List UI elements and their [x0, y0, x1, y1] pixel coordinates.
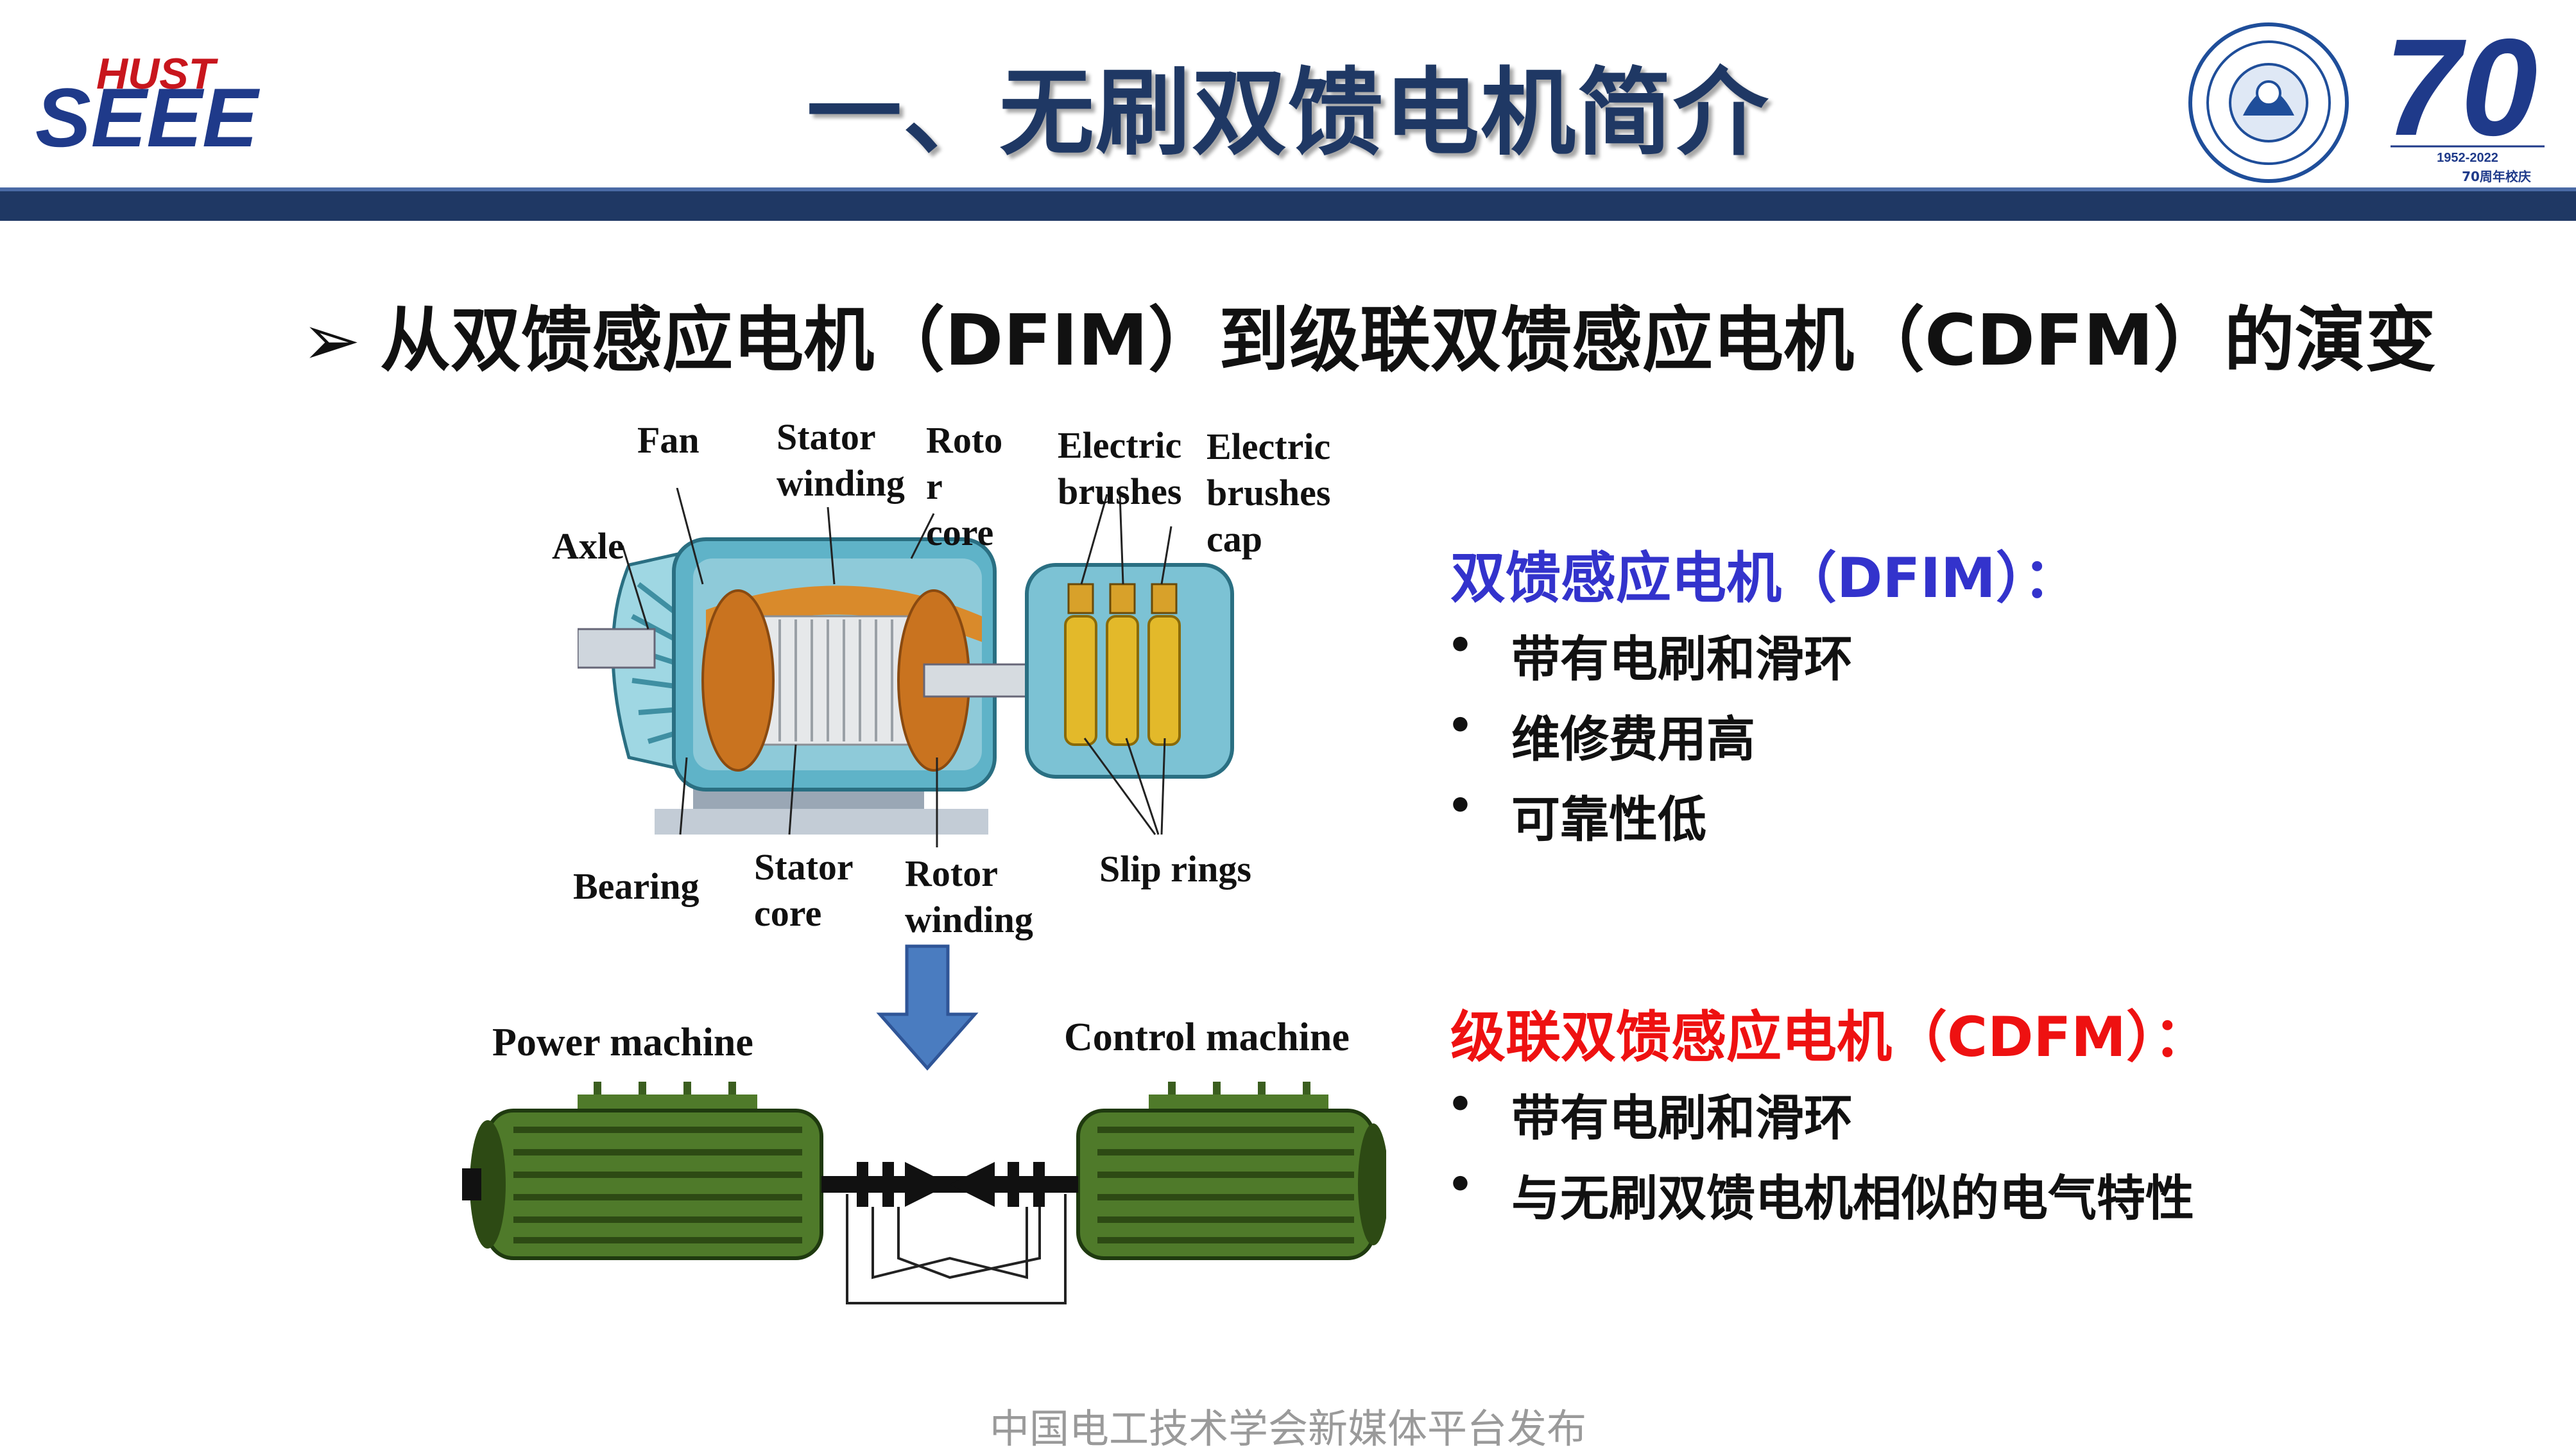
cdfm-section-title: 级联双馈感应电机（CDFM）： [1450, 1005, 2209, 1069]
subheading-text: 从双馈感应电机（DFIM）到级联双馈感应电机（CDFM）的演变 [380, 299, 2436, 381]
label-axle: Axle [552, 525, 624, 567]
label-rotor-core: Roto r core [926, 419, 1003, 553]
bullet-dot-icon: • [1447, 783, 1473, 830]
down-arrow-icon [876, 944, 979, 1072]
dfim-section-title: 双馈感应电机（DFIM）： [1450, 546, 2079, 610]
bullet-dot-icon: • [1447, 622, 1473, 670]
cdfm-bullet-1: •带有电刷和滑环 [1447, 1081, 1853, 1147]
label-control-machine: Control machine [1064, 1016, 1350, 1059]
header-divider-line [0, 187, 2576, 191]
dfim-bullet-2: •维修费用高 [1447, 702, 1755, 768]
cdfm-cascade-figure [462, 1066, 1389, 1316]
logo-hust-text: HUST [96, 51, 219, 98]
school-seal-logo [2185, 19, 2352, 186]
logo-seee-text: SEEE [35, 71, 260, 154]
dfim-cutaway-figure [576, 487, 1290, 847]
page-title: 一、无刷双馈电机简介 [807, 58, 1769, 168]
dfim-bullet-1: •带有电刷和滑环 [1447, 622, 1853, 688]
anniversary-number: 70 [2384, 13, 2537, 164]
label-slip-rings: Slip rings [1099, 848, 1251, 890]
label-stator-core: Stator core [754, 846, 854, 934]
label-bearing: Bearing [573, 865, 700, 907]
hust-seee-logo: HUST SEEE [35, 49, 292, 164]
label-fan: Fan [637, 419, 700, 461]
cdfm-bullet-2: •与无刷双馈电机相似的电气特性 [1447, 1161, 2194, 1227]
label-power-machine: Power machine [492, 1021, 753, 1064]
label-electric-brushes-cap: Electric brushes cap [1206, 426, 1331, 560]
anniversary-caption: 70周年校庆 [2462, 169, 2531, 184]
dfim-bullet-3: •可靠性低 [1447, 783, 1706, 848]
arrow-bullet-icon: ➢ [302, 299, 361, 381]
anniversary-70-logo: 70 1952-2022 70周年校庆 [2384, 10, 2551, 186]
label-stator-winding: Stator winding [777, 416, 905, 504]
anniversary-years: 1952-2022 [2437, 151, 2498, 165]
bullet-dot-icon: • [1447, 702, 1473, 750]
bullet-dot-icon: • [1447, 1081, 1473, 1129]
label-rotor-winding: Rotor winding [905, 852, 1033, 940]
bullet-dot-icon: • [1447, 1161, 1473, 1209]
subheading: ➢从双馈感应电机（DFIM）到级联双馈感应电机（CDFM）的演变 [302, 282, 2436, 385]
header-divider-bar [0, 191, 2576, 221]
label-electric-brushes: Electric brushes [1058, 424, 1182, 512]
footer-watermark: 中国电工技术学会新媒体平台发布 [989, 1405, 1586, 1452]
